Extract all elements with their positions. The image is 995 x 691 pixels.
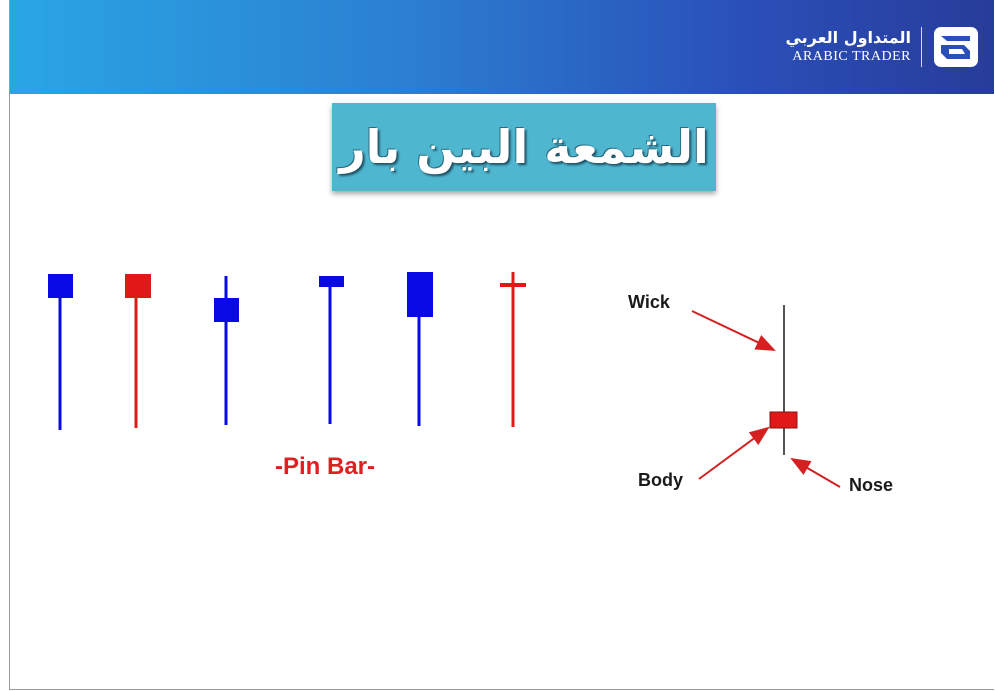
pin-bar-caption: -Pin Bar- [274, 453, 375, 480]
body-label: Body [638, 470, 683, 490]
candles-illustration [48, 272, 841, 488]
wick-arrow [691, 310, 776, 351]
candle-red-2 [500, 272, 526, 427]
logo-english-name: ARABIC TRADER [792, 49, 911, 64]
candle-red-1 [125, 274, 151, 428]
logo-divider [921, 27, 922, 67]
logo-text: المتداول العربي ARABIC TRADER [785, 28, 911, 66]
header-band: المتداول العربي ARABIC TRADER [10, 0, 994, 94]
slide: المتداول العربي ARABIC TRADER الشمعة الب… [9, 0, 994, 690]
pin-bar-diagram [691, 305, 841, 488]
title-banner: الشمعة البين بار [332, 103, 716, 191]
candle-blue-4 [407, 272, 433, 426]
diagram-body [769, 411, 798, 429]
nose-label: Nose [849, 475, 894, 495]
slide-title: الشمعة البين بار [339, 120, 709, 174]
candle-blue-3 [319, 276, 344, 424]
wick-label: Wick [628, 292, 670, 312]
logo-arabic-name: المتداول العربي [785, 28, 911, 47]
arabic-trader-logo: المتداول العربي ARABIC TRADER [785, 22, 980, 72]
body-arrow [698, 426, 770, 480]
candle-blue-2 [214, 276, 239, 425]
candle-blue-1 [48, 274, 73, 430]
logo-mark-icon [934, 27, 978, 67]
nose-arrow [790, 457, 841, 488]
